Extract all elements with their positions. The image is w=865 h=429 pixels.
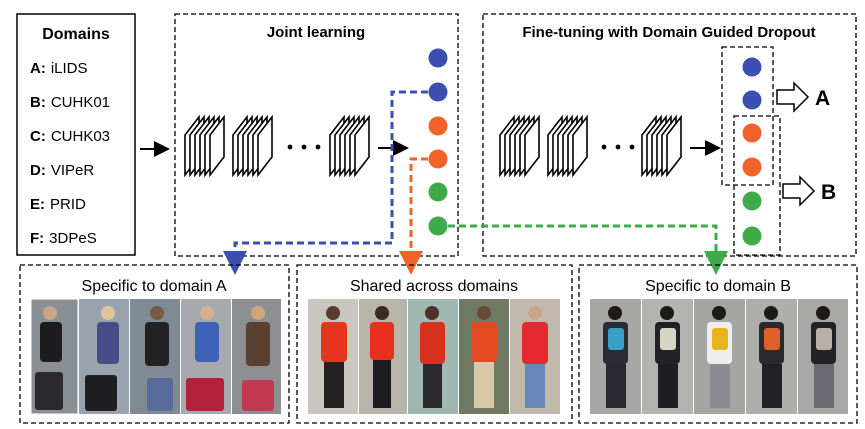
finetune-panel-title: Fine-tuning with Domain Guided Dropout [522,24,815,41]
domain-b-neuron-group [733,115,781,256]
output-arrow-b [782,175,816,207]
domains-panel-border [16,13,136,256]
conv-layer-stack [499,116,540,176]
conv-layer-stack [184,116,225,176]
connector-orange [399,157,428,275]
domain-item-c: C:CUHK03 [30,128,110,145]
finetune-panel-border [482,13,857,257]
person-image-row [30,298,281,415]
domain-a-neuron-group [721,46,774,186]
connector-blue [223,90,428,275]
output-label-b: B [821,181,836,204]
joint-learning-panel: Joint learning [174,13,459,257]
joint-panel-title: Joint learning [267,24,365,41]
finetune-panel: Fine-tuning with Domain Guided Dropout A… [482,13,857,257]
domain-list: A:iLIDS B:CUHK01 C:CUHK03 D:VIPeR E:PRID… [30,60,110,247]
domain-item-b: B:CUHK01 [30,94,110,111]
neuron-orange [428,149,448,169]
neuron-orange [428,116,448,136]
domains-title: Domains [42,26,110,43]
neuron-orange [742,157,762,177]
neuron-green [428,216,448,236]
neuron-blue [428,82,448,102]
ellipsis-dots [601,144,635,150]
conv-layer-stack [547,116,588,176]
neuron-green [742,226,762,246]
panel-border [19,264,290,424]
domain-item-d: D:VIPeR [30,162,94,179]
output-arrow-a [776,81,810,113]
panel-title: Shared across domains [350,278,518,295]
neuron-blue [742,90,762,110]
neuron-green [428,182,448,202]
domain-item-f: F:3DPeS [30,230,97,247]
panel-specific-b: Specific to domain B [578,264,858,424]
person-image-row [590,299,848,414]
ellipsis-dots [287,144,321,150]
conv-layer-stack [641,116,682,176]
panel-border [296,264,573,424]
output-label-a: A [815,87,830,110]
domains-panel: Domains A:iLIDS B:CUHK01 C:CUHK03 D:VIPe… [16,13,136,256]
panel-shared: Shared across domains [296,264,573,424]
conv-layer-stack [232,116,273,176]
person-image-row [308,299,560,414]
panel-title: Specific to domain B [645,278,791,295]
connector-green [448,224,728,275]
neuron-orange [742,123,762,143]
domain-item-a: A:iLIDS [30,60,88,77]
panel-border [578,264,858,424]
panel-specific-a: Specific to domain A [19,264,290,424]
neuron-green [742,191,762,211]
neuron-blue [428,48,448,68]
conv-layer-stack [329,116,370,176]
panel-title: Specific to domain A [82,278,227,295]
domain-item-e: E:PRID [30,196,86,213]
joint-panel-border [174,13,459,257]
neuron-blue [742,57,762,77]
